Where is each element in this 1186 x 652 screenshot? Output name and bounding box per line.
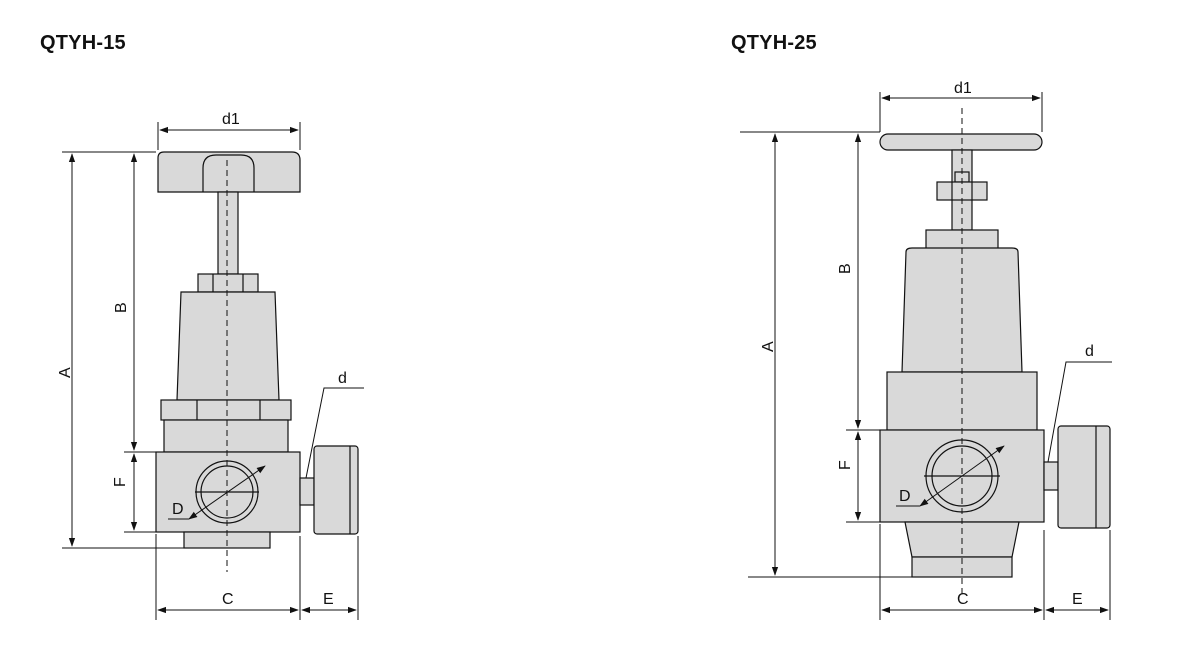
bonnet — [176, 291, 280, 401]
dim-label-b: B — [837, 263, 854, 274]
dim-label-a: A — [760, 341, 777, 352]
t-handle — [879, 133, 1043, 151]
dim-label-big-d: D — [899, 488, 911, 505]
handwheel — [157, 151, 301, 193]
gauge — [313, 445, 359, 535]
gauge-stem — [299, 477, 315, 506]
gauge — [1057, 425, 1111, 529]
drawing-qtyh-15: d1 A B F D d C E — [57, 111, 364, 620]
dim-label-big-d: D — [172, 501, 184, 518]
drawing-qtyh-25: d1 A B F D d C E — [740, 80, 1112, 620]
dim-label-c: C — [222, 591, 234, 608]
hex-nut — [160, 399, 292, 421]
dim-label-f: F — [837, 460, 854, 470]
dim-label-d1: d1 — [954, 80, 972, 97]
dim-label-d1: d1 — [222, 111, 240, 128]
dim-label-d: d — [338, 370, 347, 387]
gauge-stem — [1043, 461, 1059, 491]
dim-label-b: B — [113, 302, 130, 313]
dim-label-e: E — [1072, 591, 1083, 608]
dim-label-d: d — [1085, 343, 1094, 360]
model-title-qtyh-15: QTYH-15 — [40, 32, 126, 54]
dim-label-f: F — [112, 477, 129, 487]
stem — [217, 191, 239, 275]
dim-label-e: E — [323, 591, 334, 608]
lock-nut — [197, 273, 259, 293]
dim-label-c: C — [957, 591, 969, 608]
dim-label-a: A — [57, 367, 74, 378]
model-title-qtyh-25: QTYH-25 — [731, 32, 817, 54]
